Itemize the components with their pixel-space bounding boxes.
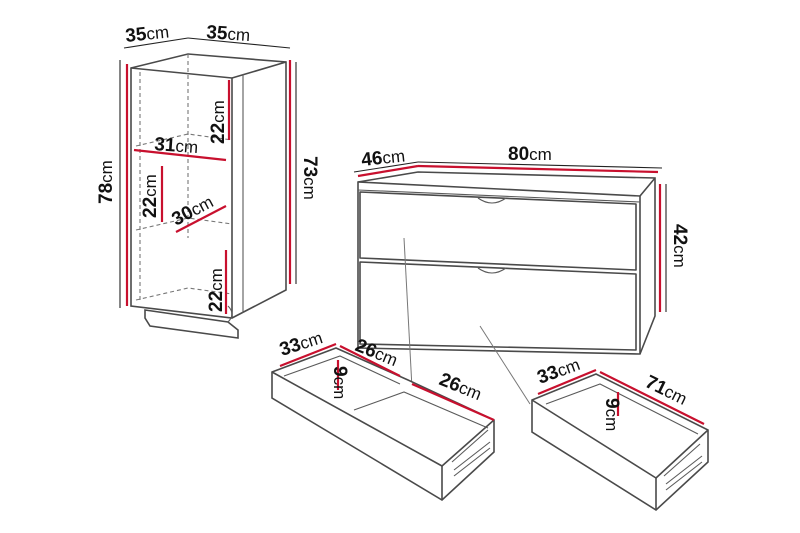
pointer-drawer-b <box>479 325 531 405</box>
shelf-door-notch <box>227 305 233 323</box>
chest-body <box>357 171 656 355</box>
label-shelf-body-height: 73cm <box>299 156 320 200</box>
chest-handle-2 <box>477 267 507 274</box>
chest-top-front-line <box>357 189 641 203</box>
label-shelf-bottom-compartment-height: 22cm <box>206 268 227 312</box>
drawer-a-body <box>271 347 495 501</box>
chest-dimension-lines <box>353 161 667 312</box>
label-shelf-width: 35cm <box>206 22 251 46</box>
label-shelf-total-height: 78cm <box>96 160 117 204</box>
chest-drawer-front-1 <box>359 191 637 271</box>
drawer-a-inner-front <box>451 429 489 463</box>
label-drawer-a-height: 9cm <box>329 366 350 399</box>
label-shelf-depth: 35cm <box>124 22 170 47</box>
drawer-a-inner-back <box>283 355 401 385</box>
label-shelf-top-compartment-height: 22cm <box>208 100 229 144</box>
label-chest-width: 80cm <box>508 144 552 165</box>
drawer-a-dimension-lines <box>279 342 495 422</box>
chest-of-drawers <box>357 171 656 355</box>
shelf-board-2 <box>135 217 233 231</box>
label-drawer-b-height: 9cm <box>601 398 622 431</box>
drawer-b-dimension-lines <box>537 368 705 425</box>
label-chest-height: 42cm <box>669 224 690 268</box>
drawer-b-inner-back <box>545 383 699 435</box>
pointer-drawer-a <box>403 237 413 389</box>
label-chest-depth: 46cm <box>360 146 406 171</box>
shelf-dimension-lines <box>119 37 297 314</box>
drawer-a-divider <box>353 391 489 429</box>
chest-drawer-front-2 <box>359 261 637 351</box>
shelf-board-1 <box>135 133 233 147</box>
drawer-a <box>271 347 495 501</box>
shelf-unit <box>130 53 287 339</box>
shelf-board-3 <box>135 287 233 301</box>
label-shelf-inner-width: 31cm <box>154 134 199 158</box>
drawer-b <box>531 373 709 512</box>
chest-handle-1 <box>477 197 507 204</box>
dimension-labels: 35cm 35cm 78cm 73cm 22cm 31cm 22cm 30cm … <box>96 22 690 431</box>
drawer-b-inner-front <box>663 443 701 477</box>
label-shelf-middle-compartment-height: 22cm <box>140 174 161 218</box>
